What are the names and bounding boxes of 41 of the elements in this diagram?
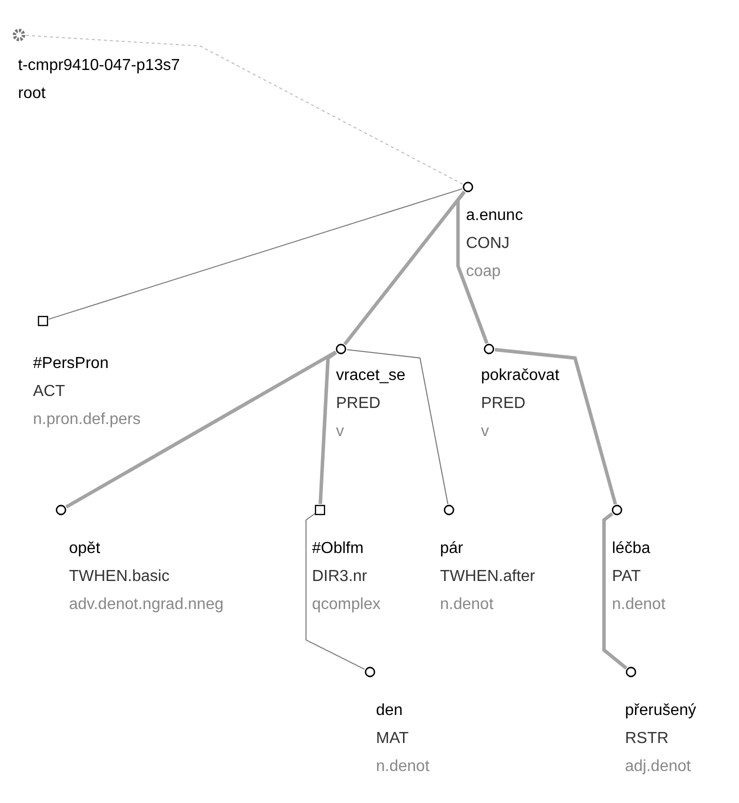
lemma-label: #PersPron: [33, 354, 110, 374]
functor-label: PAT: [612, 567, 642, 587]
lemma-label: a.enunc: [466, 206, 523, 226]
tree-edge: [318, 350, 338, 504]
tree-edge: [602, 512, 628, 670]
tree-edge: [25, 34, 464, 185]
node-id-label: t-cmpr9410-047-p13s7: [18, 56, 180, 76]
lemma-label: vracet_se: [336, 366, 406, 386]
tree-edge: [456, 190, 489, 344]
lemma-label: opět: [69, 539, 102, 559]
semantic-type-label: v: [336, 422, 345, 442]
functor-label: MAT: [376, 729, 410, 749]
semantic-type-label: qcomplex: [312, 595, 380, 615]
tree-edge: [346, 349, 448, 505]
functor-label: CONJ: [466, 234, 511, 254]
functor-label: PRED: [481, 394, 526, 414]
functor-label: RSTR: [625, 729, 670, 749]
semantic-type-label: n.denot: [612, 595, 666, 615]
tree-edge: [306, 512, 366, 670]
functor-label: ACT: [33, 382, 66, 402]
lemma-label: pokračovat: [481, 366, 560, 386]
tree-edge: [494, 348, 618, 505]
semantic-type-label: n.denot: [376, 757, 430, 777]
semantic-type-label: adv.denot.ngrad.nneg: [69, 595, 224, 615]
semantic-type-label: n.pron.def.pers: [33, 410, 141, 430]
lemma-label: pár: [440, 539, 464, 559]
functor-label: TWHEN.basic: [69, 567, 170, 587]
semantic-type-label: adj.denot: [625, 757, 692, 777]
semantic-type-label: n.denot: [440, 595, 494, 615]
functor-label: TWHEN.after: [440, 567, 536, 587]
lemma-label: přerušený: [625, 701, 696, 721]
lemma-label: léčba: [612, 539, 652, 559]
lemma-label: den: [376, 701, 404, 721]
lemma-label: #Oblfm: [312, 539, 365, 559]
semantic-type-label: v: [481, 422, 490, 442]
functor-label: PRED: [336, 394, 382, 414]
functor-label: DIR3.nr: [312, 567, 368, 587]
tree-edge: [65, 350, 337, 509]
node-type-label: root: [18, 84, 47, 104]
tree-edge: [48, 188, 463, 320]
semantic-type-label: coap: [466, 262, 502, 282]
